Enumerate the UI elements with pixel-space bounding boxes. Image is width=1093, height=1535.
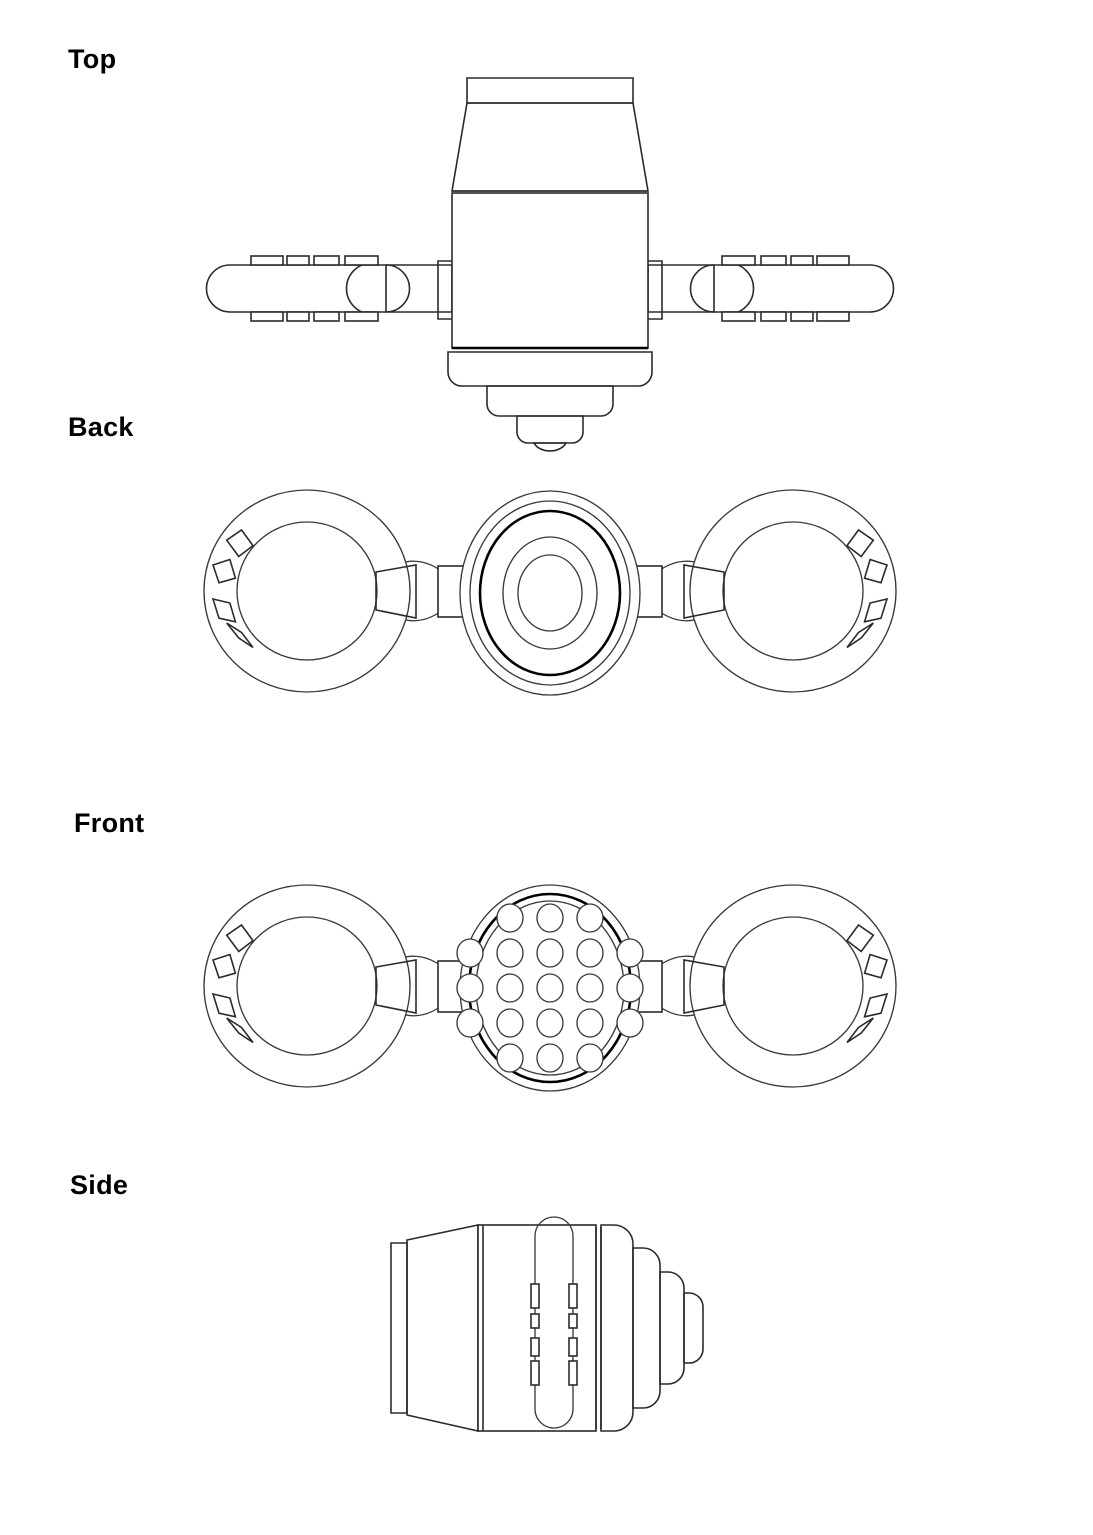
top-central-body bbox=[448, 78, 652, 451]
top-view-drawing bbox=[190, 60, 910, 390]
side-vent-slots bbox=[530, 1283, 578, 1386]
front-left-ring bbox=[203, 884, 416, 1088]
top-left-arm bbox=[207, 255, 453, 322]
front-hole-grid bbox=[456, 903, 644, 1073]
side-nozzle-steps bbox=[601, 1225, 703, 1431]
side-view-drawing bbox=[380, 1216, 720, 1485]
view-label-top: Top bbox=[68, 44, 117, 74]
view-label-back: Back bbox=[68, 412, 134, 442]
side-left-flange bbox=[391, 1243, 407, 1413]
back-view-drawing bbox=[203, 489, 897, 696]
back-left-ring bbox=[203, 489, 416, 693]
view-label-side: Side bbox=[70, 1170, 129, 1200]
top-right-arm bbox=[648, 255, 893, 322]
view-top: Top bbox=[0, 0, 1093, 395]
back-center-concentric bbox=[459, 490, 641, 696]
view-front: Front bbox=[0, 760, 1093, 1155]
view-label-front: Front bbox=[74, 808, 145, 838]
view-side: Side bbox=[0, 1155, 1093, 1535]
view-back: Back bbox=[0, 395, 1093, 760]
front-center-perforated-disc bbox=[456, 884, 644, 1092]
front-right-ring bbox=[684, 884, 897, 1088]
side-tapered-shoulder bbox=[407, 1225, 478, 1431]
back-right-ring bbox=[684, 489, 897, 693]
side-window-slot bbox=[534, 1216, 574, 1429]
front-view-drawing bbox=[203, 884, 897, 1092]
